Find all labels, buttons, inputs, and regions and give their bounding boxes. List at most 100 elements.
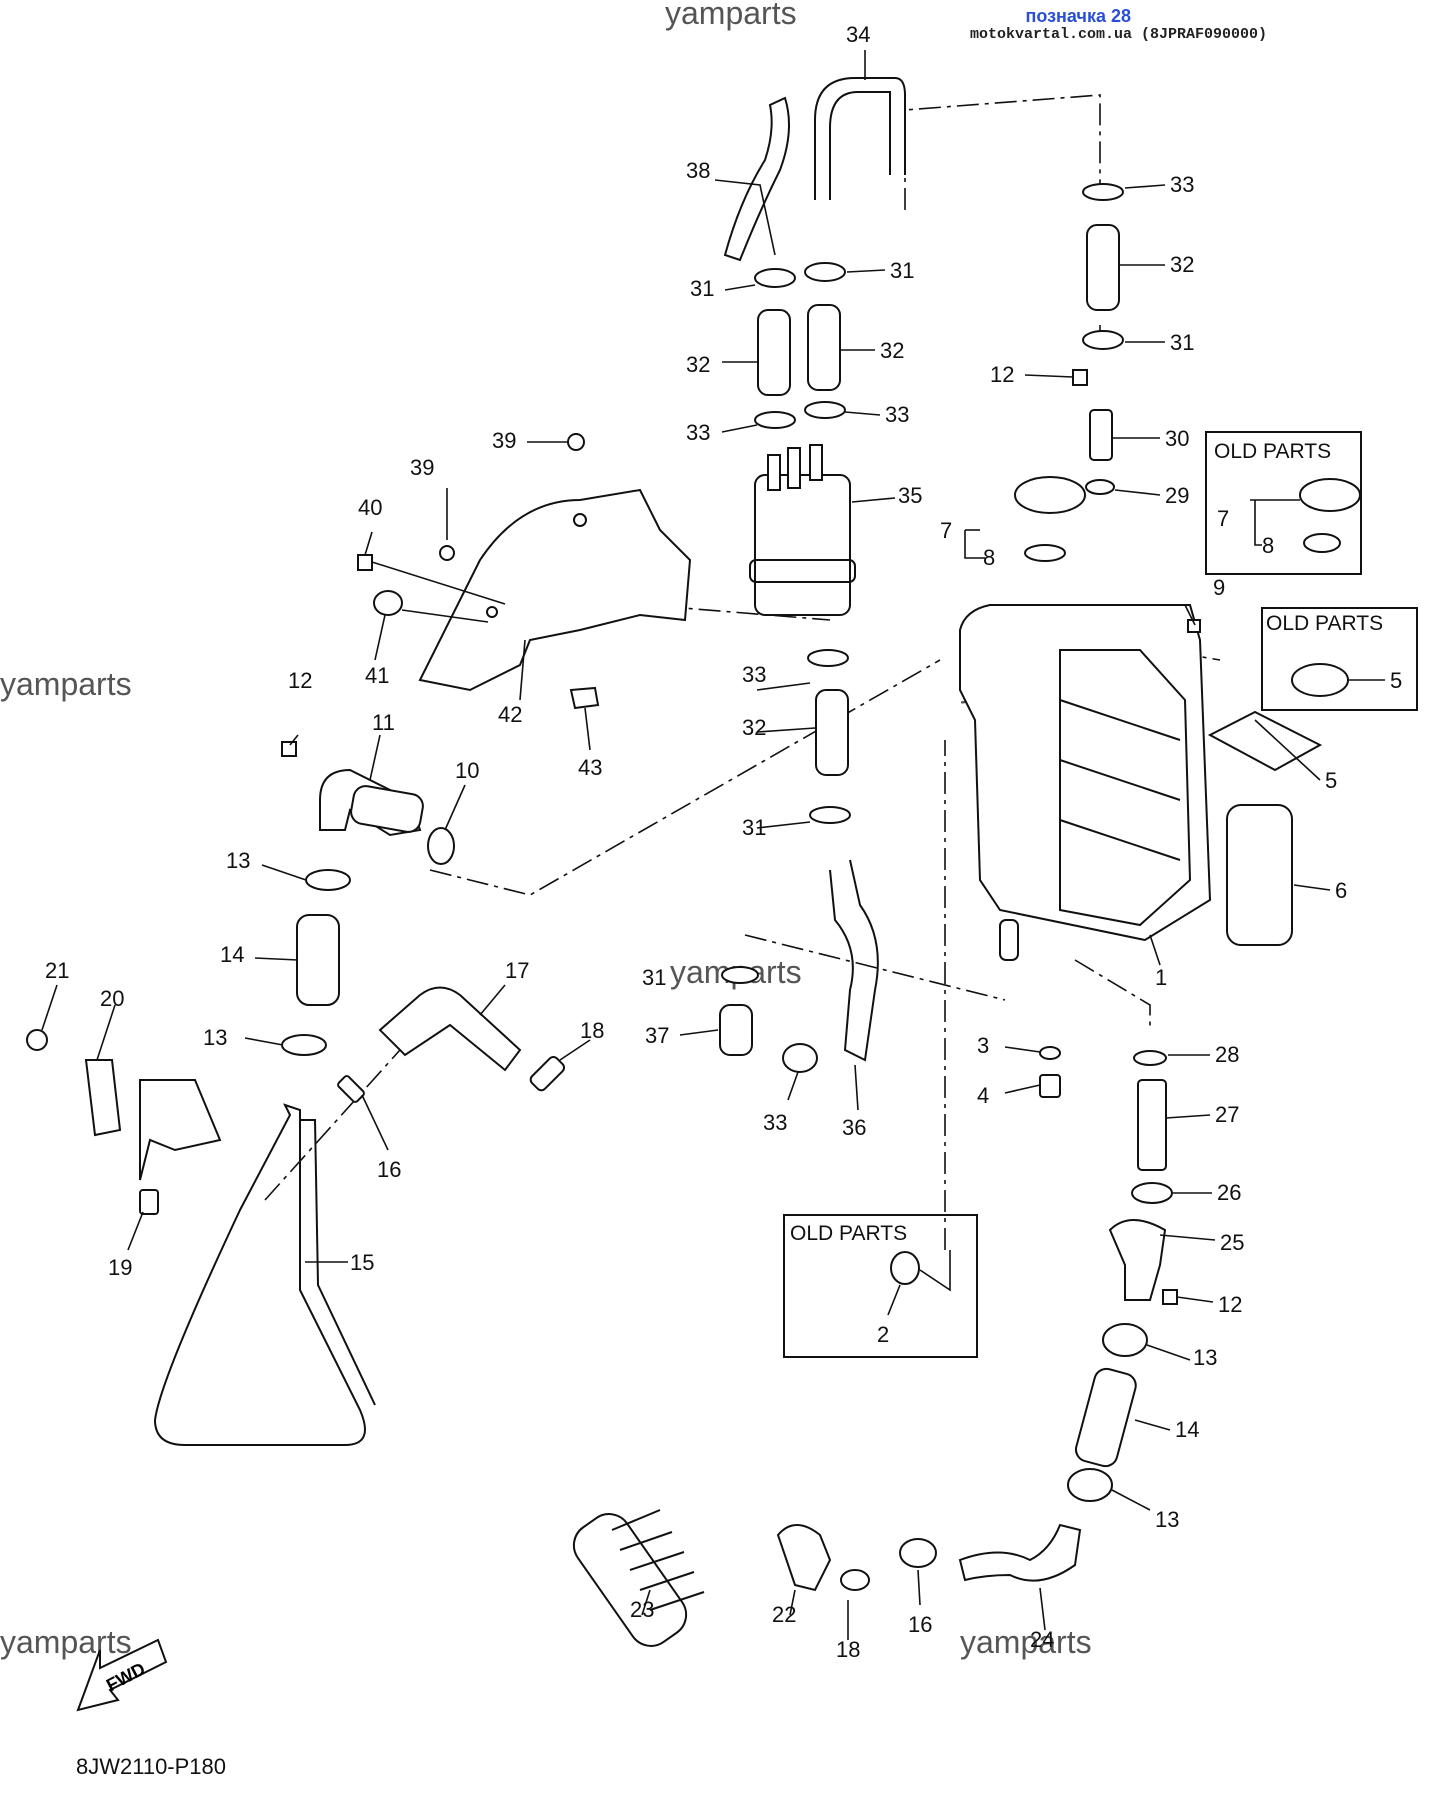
callout-3: 3: [977, 1033, 989, 1058]
callout-33-e: 33: [763, 1110, 787, 1135]
callout-23: 23: [630, 1597, 654, 1622]
elbow-37: [719, 1004, 753, 1056]
callout-24: 24: [1030, 1627, 1054, 1652]
old-parts-label-3: OLD PARTS: [790, 1222, 907, 1245]
hose-36: [829, 859, 879, 1062]
bolt-12-right: [1162, 1289, 1178, 1305]
callout-1: 1: [1155, 965, 1167, 990]
callout-16-b: 16: [908, 1612, 932, 1637]
old-parts-label-1: OLD PARTS: [1214, 440, 1331, 463]
old-parts-box-7-8: OLD PARTS 7 8: [1205, 431, 1362, 575]
callout-17: 17: [505, 958, 529, 983]
bellows-23-ribs: [611, 1509, 705, 1611]
hose-32-left: [757, 309, 791, 396]
callout-14-a: 14: [220, 942, 244, 967]
hose-32-upper-right: [1086, 224, 1120, 311]
grommet-41: [373, 590, 403, 616]
callout-39-a: 39: [492, 428, 516, 453]
dash-line-28: [1074, 959, 1151, 1030]
bracket-42: [418, 488, 692, 692]
callout-32-b: 32: [686, 352, 710, 377]
old-parts-box-2: OLD PARTS 2: [783, 1214, 978, 1358]
clamp-16-lower: [899, 1538, 937, 1568]
band-33-left: [754, 411, 796, 429]
leader-7-8-bracket: [964, 530, 985, 559]
leader-lines: [41, 50, 1331, 1640]
callout-38: 38: [686, 158, 710, 183]
hose-34: [814, 77, 906, 200]
hose-15-inner: [300, 1119, 376, 1406]
callout-41: 41: [365, 663, 389, 688]
dash-line-31: [744, 934, 1006, 1001]
hose-15: [153, 1103, 366, 1446]
callout-34: 34: [846, 22, 870, 47]
bolt-9: [1187, 619, 1201, 633]
callout-31-a: 31: [690, 276, 714, 301]
o-ring-10: [427, 827, 455, 865]
callout-42: 42: [498, 702, 522, 727]
callout-33-b: 33: [686, 420, 710, 445]
o-ring-8: [1024, 544, 1066, 562]
drain-bolt-4: [1039, 1074, 1061, 1098]
bolt-40: [357, 554, 373, 571]
callout-7-old: 7: [1217, 506, 1229, 531]
callout-20: 20: [100, 986, 124, 1011]
band-33-right: [804, 401, 846, 419]
fitting-30: [1089, 409, 1113, 461]
callout-18-a: 18: [580, 1018, 604, 1043]
callout-19: 19: [108, 1255, 132, 1280]
clamp-13-lower-left: [281, 1034, 327, 1056]
canister-35-port-a: [767, 454, 781, 491]
callout-13-c: 13: [1193, 1345, 1217, 1370]
hose-14-right: [1074, 1367, 1137, 1468]
hose-24: [958, 1523, 1082, 1582]
callout-6: 6: [1335, 878, 1347, 903]
filter-6: [1226, 804, 1293, 946]
leader-41-line: [401, 609, 489, 623]
canister-35-band: [749, 559, 856, 583]
hose-38: [723, 96, 790, 262]
leader-40-line: [371, 561, 506, 605]
tank-1-ribs: [1059, 699, 1181, 861]
callout-13-a: 13: [226, 848, 250, 873]
callout-33-d: 33: [742, 662, 766, 687]
nut-19: [139, 1189, 159, 1215]
watermark-bottom-left: yamparts: [0, 1624, 132, 1660]
hose-14-left: [296, 914, 340, 1006]
nut-39: [439, 545, 455, 561]
callout-28: 28: [1215, 1042, 1239, 1067]
o-ring-28: [1133, 1050, 1167, 1066]
elbow-22: [776, 1524, 832, 1592]
callout-12-c: 12: [1218, 1292, 1242, 1317]
clamp-13-upper-left: [305, 869, 351, 891]
bracket-mount: [139, 1079, 222, 1181]
washer-3: [1039, 1046, 1061, 1060]
tank-1: [959, 604, 1212, 942]
clamp-31-center: [809, 806, 851, 824]
callout-21: 21: [45, 958, 69, 983]
callout-13-b: 13: [203, 1025, 227, 1050]
callout-9: 9: [1213, 575, 1225, 600]
strainer-27: [1137, 1079, 1167, 1171]
callout-13-d: 13: [1155, 1507, 1179, 1532]
diagram-code: 8JW2110-P180: [76, 1754, 227, 1779]
callout-11: 11: [372, 710, 395, 735]
callout-5: 5: [1325, 768, 1337, 793]
callout-29: 29: [1165, 483, 1189, 508]
callout-32-a: 32: [1170, 252, 1194, 277]
callout-33-a: 33: [1170, 172, 1194, 197]
callout-10: 10: [455, 758, 479, 783]
callout-16-a: 16: [377, 1157, 401, 1182]
callout-37: 37: [645, 1023, 669, 1048]
callout-12-a: 12: [990, 362, 1014, 387]
callout-36: 36: [842, 1115, 866, 1140]
callout-25: 25: [1220, 1230, 1244, 1255]
hose-34-inner: [829, 91, 891, 200]
canister-35-port-b: [787, 447, 801, 489]
bracket-42-hole: [486, 606, 498, 618]
callout-4: 4: [977, 1083, 989, 1108]
header-site: motokvartal.com.ua (8JPRAF090000): [969, 26, 1267, 43]
bellows-23: [572, 1513, 688, 1647]
callout-15: 15: [350, 1250, 374, 1275]
